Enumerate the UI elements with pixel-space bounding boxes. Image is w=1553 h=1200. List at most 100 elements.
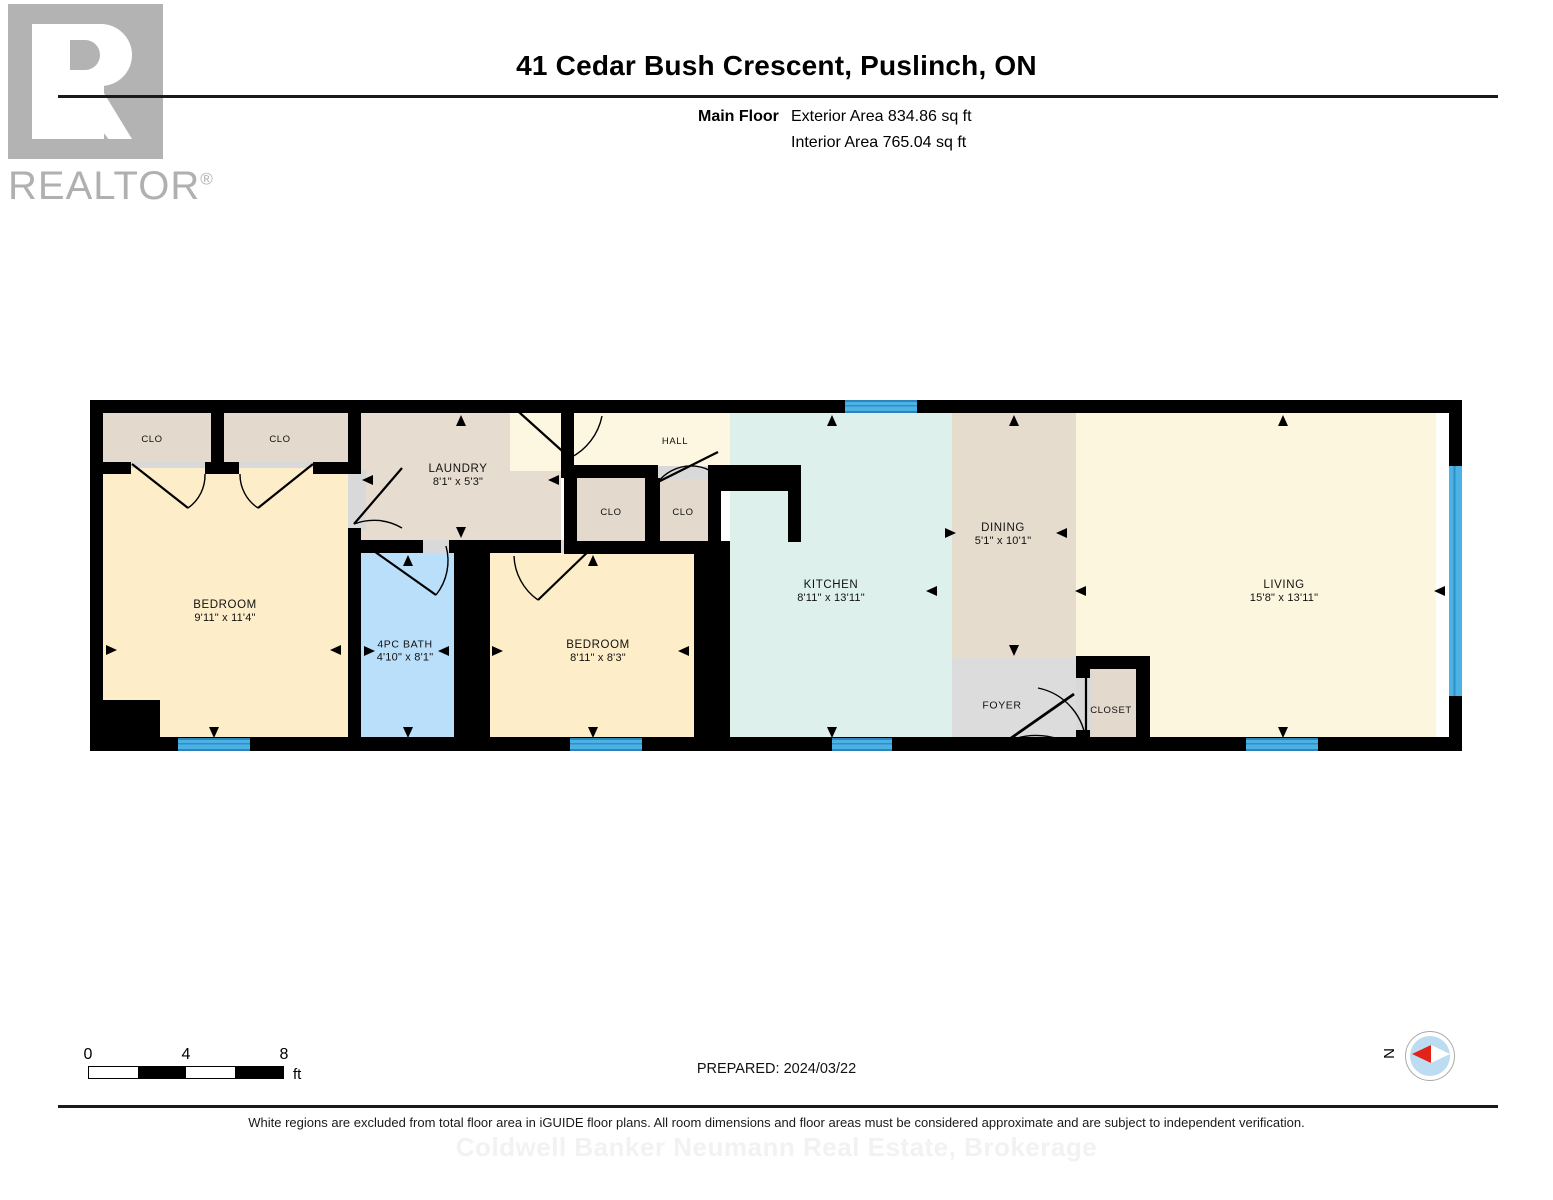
door-laundry-top [504,398,614,470]
room-kitchen [730,413,952,750]
arrow-bedroom1-left [106,645,117,655]
door-front-entry [978,688,1098,763]
wall-exterior-top [90,400,1462,413]
wall-exterior-bottom [90,737,1462,751]
window-kitchen-bottom [832,738,892,751]
arrow-living-right [1434,586,1445,596]
prepared-date: PREPARED: 2024/03/22 [696,1061,857,1077]
compass-north-label: N [1380,1048,1398,1059]
arrow-laundry-bottom [456,527,466,538]
arrow-kitchen-left [718,586,729,596]
scale-unit-label: ft [293,1066,302,1083]
wall-bed1-laundry-upper [348,413,361,471]
arrow-laundry-left [362,475,373,485]
arrow-living-left [1075,586,1086,596]
wall-hall-kitchen [721,478,801,491]
footer-divider [58,1105,1498,1108]
arrow-bath-bottom [403,727,413,738]
arrow-kitchen-bottom [827,727,837,738]
window-kitchen-top [845,400,917,413]
compass-ring-icon [1405,1031,1455,1081]
wall-closet1-bottom-left [103,462,131,474]
door-closet-1 [130,462,220,517]
door-closet-4 [650,450,730,500]
wall-block-bottom-left [90,700,160,751]
room-dining [952,413,1076,658]
window-living-bottom [1246,738,1318,751]
arrow-bedroom1-bottom [209,727,219,738]
door-threshold-bath [422,540,450,553]
window-living-right [1449,466,1462,696]
door-bedroom2 [510,540,620,618]
arrow-dining-bottom [1009,645,1019,656]
wall-hall-bottom-a [561,465,577,478]
wall-entry-closet-right [1136,656,1150,751]
door-bath [360,540,460,615]
realtor-r-mark [8,4,163,159]
arrow-bath-top [403,555,413,566]
wall-closet3-left [564,478,577,554]
arrow-living-top [1278,415,1288,426]
arrow-kitchen-right [926,586,937,596]
arrow-bedroom2-left [492,646,503,656]
arrow-dining-top [1009,415,1019,426]
floor-plan: CLO CLO BEDROOM 9'11" x 11'4" LAUNDRY 8'… [90,400,1462,766]
arrow-bath-left [364,646,375,656]
wall-closet1-bottom-right [205,462,239,474]
door-bedroom1-laundry [342,466,412,546]
wall-closet3-bottom [582,541,645,554]
wall-exterior-left [90,400,103,751]
footer-disclaimer: White regions are excluded from total fl… [248,1115,1305,1130]
wall-closet3-4-divider [645,478,660,554]
room-closet-entry [1090,668,1136,750]
registered-mark-icon: ® [200,169,214,189]
wall-bath-right [454,552,490,750]
arrow-bedroom2-bottom [588,727,598,738]
realtor-wordmark-text: REALTOR [8,164,201,208]
door-entry-closet [1030,668,1100,753]
arrow-bedroom1-right [330,645,341,655]
realtor-wordmark: REALTOR® [8,164,214,209]
wall-closet3-bottom-left [564,541,582,554]
arrow-bath-right [438,646,449,656]
arrow-laundry-top [456,415,466,426]
arrow-bedroom2-right [678,646,689,656]
arrow-laundry-right [548,475,559,485]
scale-bar-graphic [88,1066,284,1079]
wall-bath-top [454,540,490,553]
room-hall-west [510,413,570,471]
scale-tick-8: 8 [279,1046,289,1063]
window-bedroom-1-bottom [178,738,250,751]
wall-hall-kitchen-vert [788,478,801,542]
room-closet-2 [223,413,348,468]
wall-closet4-right [708,478,721,554]
arrow-kitchen-top [827,415,837,426]
page-title: 41 Cedar Bush Crescent, Puslinch, ON [516,50,1037,81]
arrow-dining-left [945,528,956,538]
exterior-area-text: Exterior Area 834.86 sq ft [791,108,972,125]
arrow-dining-right [1056,528,1067,538]
room-closet-1 [103,413,211,468]
wall-hall-bottom-b [708,465,801,478]
room-closet-3 [577,478,645,541]
wall-closet-divider [211,413,224,473]
wall-bed1-bath [348,552,361,750]
wall-laundry-bottom-left [361,540,423,553]
room-closet-4 [660,478,708,541]
title-divider [58,95,1498,98]
arrow-living-bottom [1278,727,1288,738]
wall-entry-closet-top [1076,656,1150,669]
door-closet-2 [238,462,328,517]
wall-bed2-kitchen [694,541,730,751]
wall-laundry-hall [561,413,574,471]
floor-area-summary: Main Floor Exterior Area 834.86 sq ft In… [698,108,972,160]
floor-label: Main Floor [698,108,779,125]
window-bedroom-2-bottom [570,738,642,751]
scale-ticks: 0 4 8 [84,1046,289,1066]
realtor-logo: REALTOR® [8,4,213,209]
room-bedroom-1 [103,468,348,700]
wall-bed1-laundry-lower [348,528,361,552]
brokerage-watermark: Coldwell Banker Neumann Real Estate, Bro… [455,1132,1098,1162]
wall-hall-bottom-c [577,465,658,478]
scale-tick-0: 0 [83,1046,93,1063]
